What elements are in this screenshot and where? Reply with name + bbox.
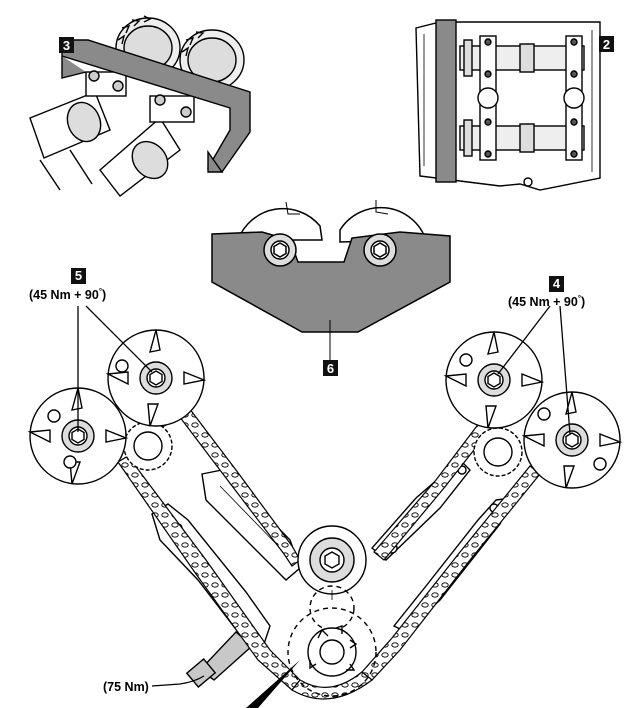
right-chain-outer <box>361 465 541 681</box>
callout-6: 6 <box>327 361 334 376</box>
inset-2-bearing-caps <box>477 35 585 161</box>
crankshaft-sprocket-marker <box>287 607 377 697</box>
torque-left-value: (45 Nm + 90 <box>29 288 99 303</box>
timing-mark-pointer <box>246 660 300 708</box>
inset-2-locking-plate <box>435 19 457 183</box>
left-bank-sprockets <box>27 329 207 485</box>
torque-right-value: (45 Nm + 90 <box>508 295 578 310</box>
center-sprockets <box>287 525 377 697</box>
torque-right-close: ) <box>581 295 586 310</box>
torque-left-camshaft-bolts: (45 Nm + 90°) <box>29 287 106 302</box>
torque-right-camshaft-bolts: (45 Nm + 90°) <box>508 294 585 309</box>
callout-4: 4 <box>549 276 564 292</box>
timing-chains <box>117 401 541 700</box>
leader-lines <box>77 305 571 687</box>
torque-tensioner-bolt: (75 Nm) <box>103 680 149 694</box>
torque-left-degree: ° <box>98 287 103 296</box>
torque-left-close: ) <box>102 288 107 303</box>
callout-5: 5 <box>71 268 86 284</box>
intermediate-sprocket-marker <box>309 585 355 631</box>
right-bank-sprockets <box>443 331 623 489</box>
camshaft-holding-tool <box>211 200 451 362</box>
inset-2-cylinder-head <box>415 19 601 191</box>
torque-right-degree: ° <box>577 294 582 303</box>
holding-tool-plate <box>211 231 451 333</box>
inset-3-camshaft-locking-tool <box>29 15 251 197</box>
crank-chain-loop <box>291 671 373 700</box>
callout-3: 3 <box>63 38 70 53</box>
callout-2: 2 <box>603 37 610 52</box>
